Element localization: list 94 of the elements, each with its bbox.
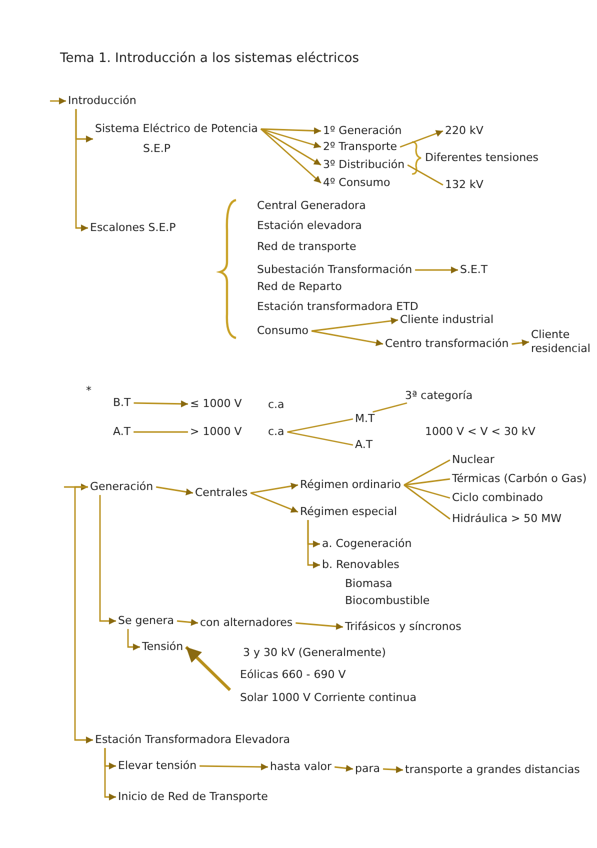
note-text: Generación — [90, 480, 154, 494]
note-text: > 1000 V — [190, 425, 242, 439]
arrow — [334, 764, 354, 772]
note-text: 1º Generación — [323, 124, 402, 138]
arrow — [311, 317, 398, 332]
note-text: Trifásicos y síncronos — [345, 620, 462, 634]
note-text: * — [86, 384, 92, 398]
note-text: c.a — [268, 425, 284, 439]
note-text: Biomasa — [345, 577, 392, 591]
arrow — [382, 766, 404, 774]
note-text: Eólicas 660 - 690 V — [240, 668, 346, 682]
arrow — [185, 646, 232, 692]
note-text: Régimen especial — [300, 505, 398, 519]
note-text: A.T — [355, 438, 373, 452]
note-text: A.T — [113, 425, 131, 439]
arrow — [260, 128, 322, 166]
note-text: Sistema Eléctrico de Potencia S.E.P — [95, 122, 258, 156]
connector-line — [404, 484, 450, 499]
note-text: Centro transformación — [385, 337, 509, 351]
note-text: Inicio de Red de Transporte — [118, 790, 268, 804]
note-text: Cliente residencial — [531, 328, 595, 356]
arrow — [99, 495, 116, 624]
arrow — [260, 128, 322, 184]
connector-line — [287, 431, 354, 446]
note-text: Elevar tensión — [118, 759, 197, 773]
note-text: Estación Transformadora Elevadora — [95, 733, 290, 747]
note-text: 132 kV — [445, 178, 484, 192]
note-text: 3º Distribución — [323, 158, 405, 172]
arrow — [176, 618, 198, 626]
connector-line — [372, 402, 408, 413]
arrow — [156, 486, 194, 496]
arrow — [415, 266, 458, 274]
note-text: Solar 1000 V Corriente continua — [240, 691, 416, 705]
connector-line — [134, 431, 188, 433]
note-text: Consumo — [257, 324, 309, 338]
page-title: Tema 1. Introducción a los sistemas eléctricos — [60, 52, 359, 66]
arrow — [200, 763, 268, 770]
arrow — [127, 629, 140, 650]
note-text: Introducción — [68, 94, 136, 108]
note-text: Térmicas (Carbón o Gas) — [452, 472, 587, 486]
note-text: con alternadores — [200, 616, 293, 630]
note-text: Central Generadora — [257, 199, 366, 213]
note-text: Estación elevadora — [257, 219, 362, 233]
arrow — [134, 400, 188, 408]
note-text: Escalones S.E.P — [90, 221, 176, 235]
arrow — [50, 98, 66, 104]
note-text: Ciclo combinado — [452, 491, 544, 505]
note-text: Subestación Transformación — [257, 263, 412, 277]
note-text: M.T — [355, 412, 375, 426]
arrow — [311, 330, 384, 346]
connector-line — [404, 459, 450, 486]
note-text: c.a — [268, 398, 284, 412]
note-text: S.E.T — [460, 263, 488, 277]
connector-line — [404, 478, 450, 486]
note-text: B.T — [113, 396, 131, 410]
note-text: 4º Consumo — [323, 176, 390, 190]
arrow — [74, 486, 93, 744]
note-text: Diferentes tensiones — [425, 151, 539, 165]
note-text: Nuclear — [452, 453, 494, 467]
note-text: b. Renovables — [322, 558, 400, 572]
note-text: a. Cogeneración — [322, 537, 412, 551]
note-text: para — [355, 762, 380, 776]
arrow — [260, 128, 322, 148]
note-text: 1000 V < V < 30 kV — [425, 425, 536, 439]
note-text: Red de Reparto — [257, 280, 342, 294]
arrow — [512, 339, 530, 346]
arrow — [104, 748, 116, 800]
connector-line — [404, 484, 450, 520]
arrow — [250, 492, 298, 513]
arrow — [400, 130, 444, 148]
note-text: hasta valor — [270, 760, 332, 774]
note-text: transporte a grandes distancias — [405, 763, 580, 777]
arrow — [250, 482, 298, 494]
arrow — [64, 484, 88, 490]
note-text: Hidráulica > 50 MW — [452, 512, 562, 526]
note-text: Estación transformadora ETD — [257, 300, 418, 314]
note-text: 3ª categoría — [405, 389, 473, 403]
note-text: Régimen ordinario — [300, 478, 402, 492]
arrow — [260, 127, 322, 134]
note-text: 3 y 30 kV (Generalmente) — [243, 646, 386, 660]
arrow — [307, 520, 320, 568]
note-text: 2º Transporte — [323, 140, 398, 154]
note-text: ≤ 1000 V — [190, 397, 242, 411]
note-text: Centrales — [195, 486, 248, 500]
arrow — [75, 109, 88, 232]
note-text: Cliente industrial — [400, 313, 494, 327]
arrow — [296, 622, 344, 630]
connector-line — [407, 164, 444, 186]
connector-line — [287, 418, 354, 433]
note-text: Red de transporte — [257, 240, 356, 254]
note-text: Se genera — [118, 614, 174, 628]
note-text: Tensión — [142, 640, 184, 654]
note-text: 220 kV — [445, 124, 484, 138]
note-text: Biocombustible — [345, 594, 430, 608]
